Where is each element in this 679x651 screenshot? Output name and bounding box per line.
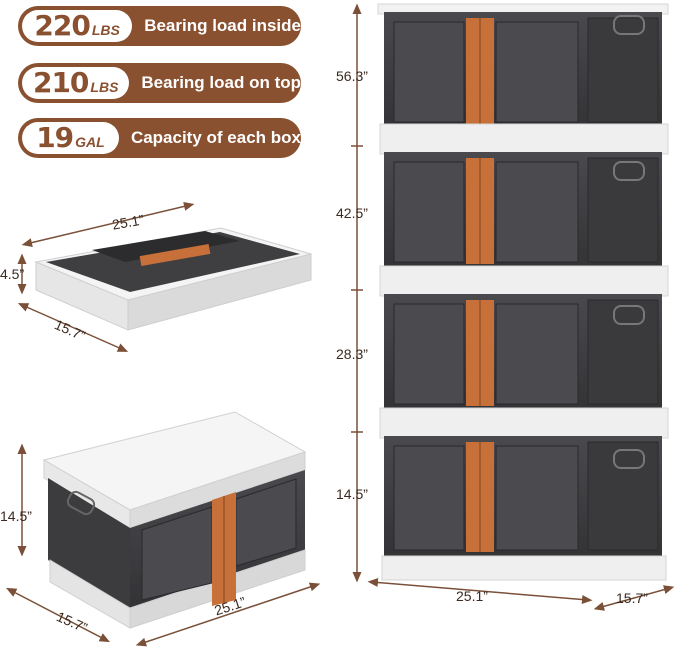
stack-width-line (593, 585, 675, 611)
badge-unit: GAL (75, 134, 105, 150)
stack-length-line (367, 578, 593, 604)
badge-unit: LBS (90, 79, 119, 95)
stack-height-56: 56.3” (336, 68, 368, 84)
single-height-label: 14.5” (0, 508, 32, 524)
badge-label: Bearing load on top (141, 73, 301, 92)
stack-width-label: 15.7” (616, 590, 648, 606)
stack-height-14: 14.5” (336, 486, 368, 502)
stacked-boxes (377, 3, 669, 581)
badge-value: 220 (34, 9, 90, 42)
folded-width-line (17, 303, 129, 352)
badge-capacity: 19 GAL Capacity of each box (18, 118, 301, 158)
folded-length-line (21, 202, 195, 247)
badge-inside-load: 220 LBS Bearing load inside (18, 6, 301, 46)
badge-top-load: 210 LBS Bearing load on top (18, 63, 301, 103)
single-length-line (135, 582, 321, 647)
stack-height-42: 42.5” (336, 205, 368, 221)
badge-label: Bearing load inside (144, 16, 301, 35)
badge-value: 210 (32, 66, 89, 99)
badge-label: Capacity of each box (130, 128, 301, 147)
stack-height-28: 28.3” (336, 346, 368, 362)
single-box (42, 411, 307, 629)
badge-value-pill: 220 LBS (22, 9, 133, 42)
badge-value: 19 (36, 121, 74, 154)
badge-unit: LBS (91, 22, 120, 38)
single-width-line (6, 587, 110, 643)
folded-height-label: 4.5” (0, 266, 25, 282)
stack-length-label: 25.1” (456, 588, 488, 604)
folded-box (34, 227, 313, 331)
badge-value-pill: 210 LBS (22, 66, 130, 99)
badge-value-pill: 19 GAL (22, 122, 119, 154)
